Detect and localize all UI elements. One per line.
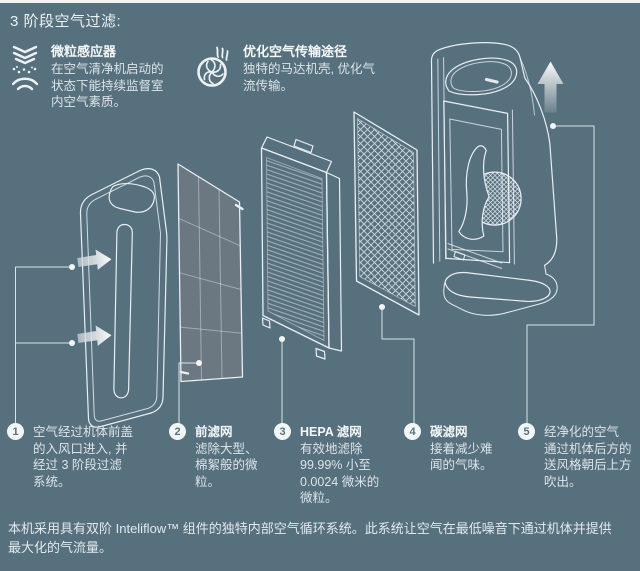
top-border-strip: [0, 0, 640, 3]
footnote-text: 本机采用具有双阶 Inteliflow™ 组件的独特内部空气循环系统。此系统让空…: [8, 521, 612, 555]
feature-text: 在空气清净机启动的 状态下能持续监督室 内空气素质。: [51, 62, 164, 109]
main-unit-drawing: [430, 42, 558, 316]
step-5-air-outlet: 5 经净化的空气 通过机体后方的 送风格朝后上方 吹出。: [518, 423, 640, 490]
step-number-badge: 4: [404, 423, 421, 440]
front-cover-drawing: [79, 168, 168, 428]
step-text: 滤除大型、 棉絮般的微 粒。: [195, 441, 258, 489]
air-inlet-arrows: [76, 248, 112, 347]
step-2-pre-filter: 2 前滤网 滤除大型、 棉絮般的微 粒。: [169, 423, 269, 490]
page-title: 3 阶段空气过滤:: [10, 13, 122, 30]
step-3-hepa-filter: 3 HEPA 滤网 有效地滤除 99.99% 小至 0.0024 微米的 微粒。: [274, 423, 388, 507]
handle-cutout: [108, 182, 155, 213]
power-indicator: [484, 77, 499, 84]
step-4-carbon-filter: 4 碳滤网 接着减少难 闻的气味。: [404, 423, 506, 474]
air-outlet-arrow: [537, 61, 564, 113]
feature-air-path: 优化空气传输途径 独特的马达机壳, 优化气 流传输。: [196, 44, 376, 94]
step-text: 经净化的空气 通过机体后方的 送风格朝后上方 吹出。: [544, 425, 632, 489]
leader-lines: [15, 123, 595, 425]
feature-title: 优化空气传输途径: [243, 44, 348, 59]
step-number-badge: 5: [518, 423, 535, 440]
particle-sensor-icon: [11, 45, 39, 91]
carbon-filter-drawing: [353, 111, 420, 316]
step-text: 接着减少难 闻的气味。: [430, 441, 493, 473]
step-title: 前滤网: [195, 425, 233, 439]
control-panel: [445, 57, 518, 96]
step-number-badge: 1: [7, 423, 24, 440]
step-number-badge: 2: [169, 423, 186, 440]
step-title: HEPA 滤网: [300, 425, 362, 439]
feature-particle-sensor: 微粒感应器 在空气清净机启动的 状态下能持续监督室 内空气素质。: [10, 44, 182, 111]
step-text: 有效地滤除 99.99% 小至 0.0024 微米的 微粒。: [300, 441, 380, 506]
step-text: 空气经过机体前盖 的入风口进入, 并 经过 3 阶段过滤 系统。: [33, 425, 134, 489]
air-duct: [458, 145, 490, 240]
pre-filter-drawing: [177, 163, 244, 383]
feature-text: 独特的马达机壳, 优化气 流传输。: [243, 62, 375, 93]
air-flow-swirl-icon: [197, 46, 229, 87]
inlet-slot: [113, 223, 133, 399]
hepa-filter-drawing: [260, 136, 343, 360]
step-1-front-cover: 1 空气经过机体前盖 的入风口进入, 并 经过 3 阶段过滤 系统。: [7, 423, 147, 490]
step-title: 碳滤网: [430, 425, 468, 439]
step-number-badge: 3: [274, 423, 291, 440]
feature-title: 微粒感应器: [51, 44, 117, 59]
base: [444, 271, 551, 303]
